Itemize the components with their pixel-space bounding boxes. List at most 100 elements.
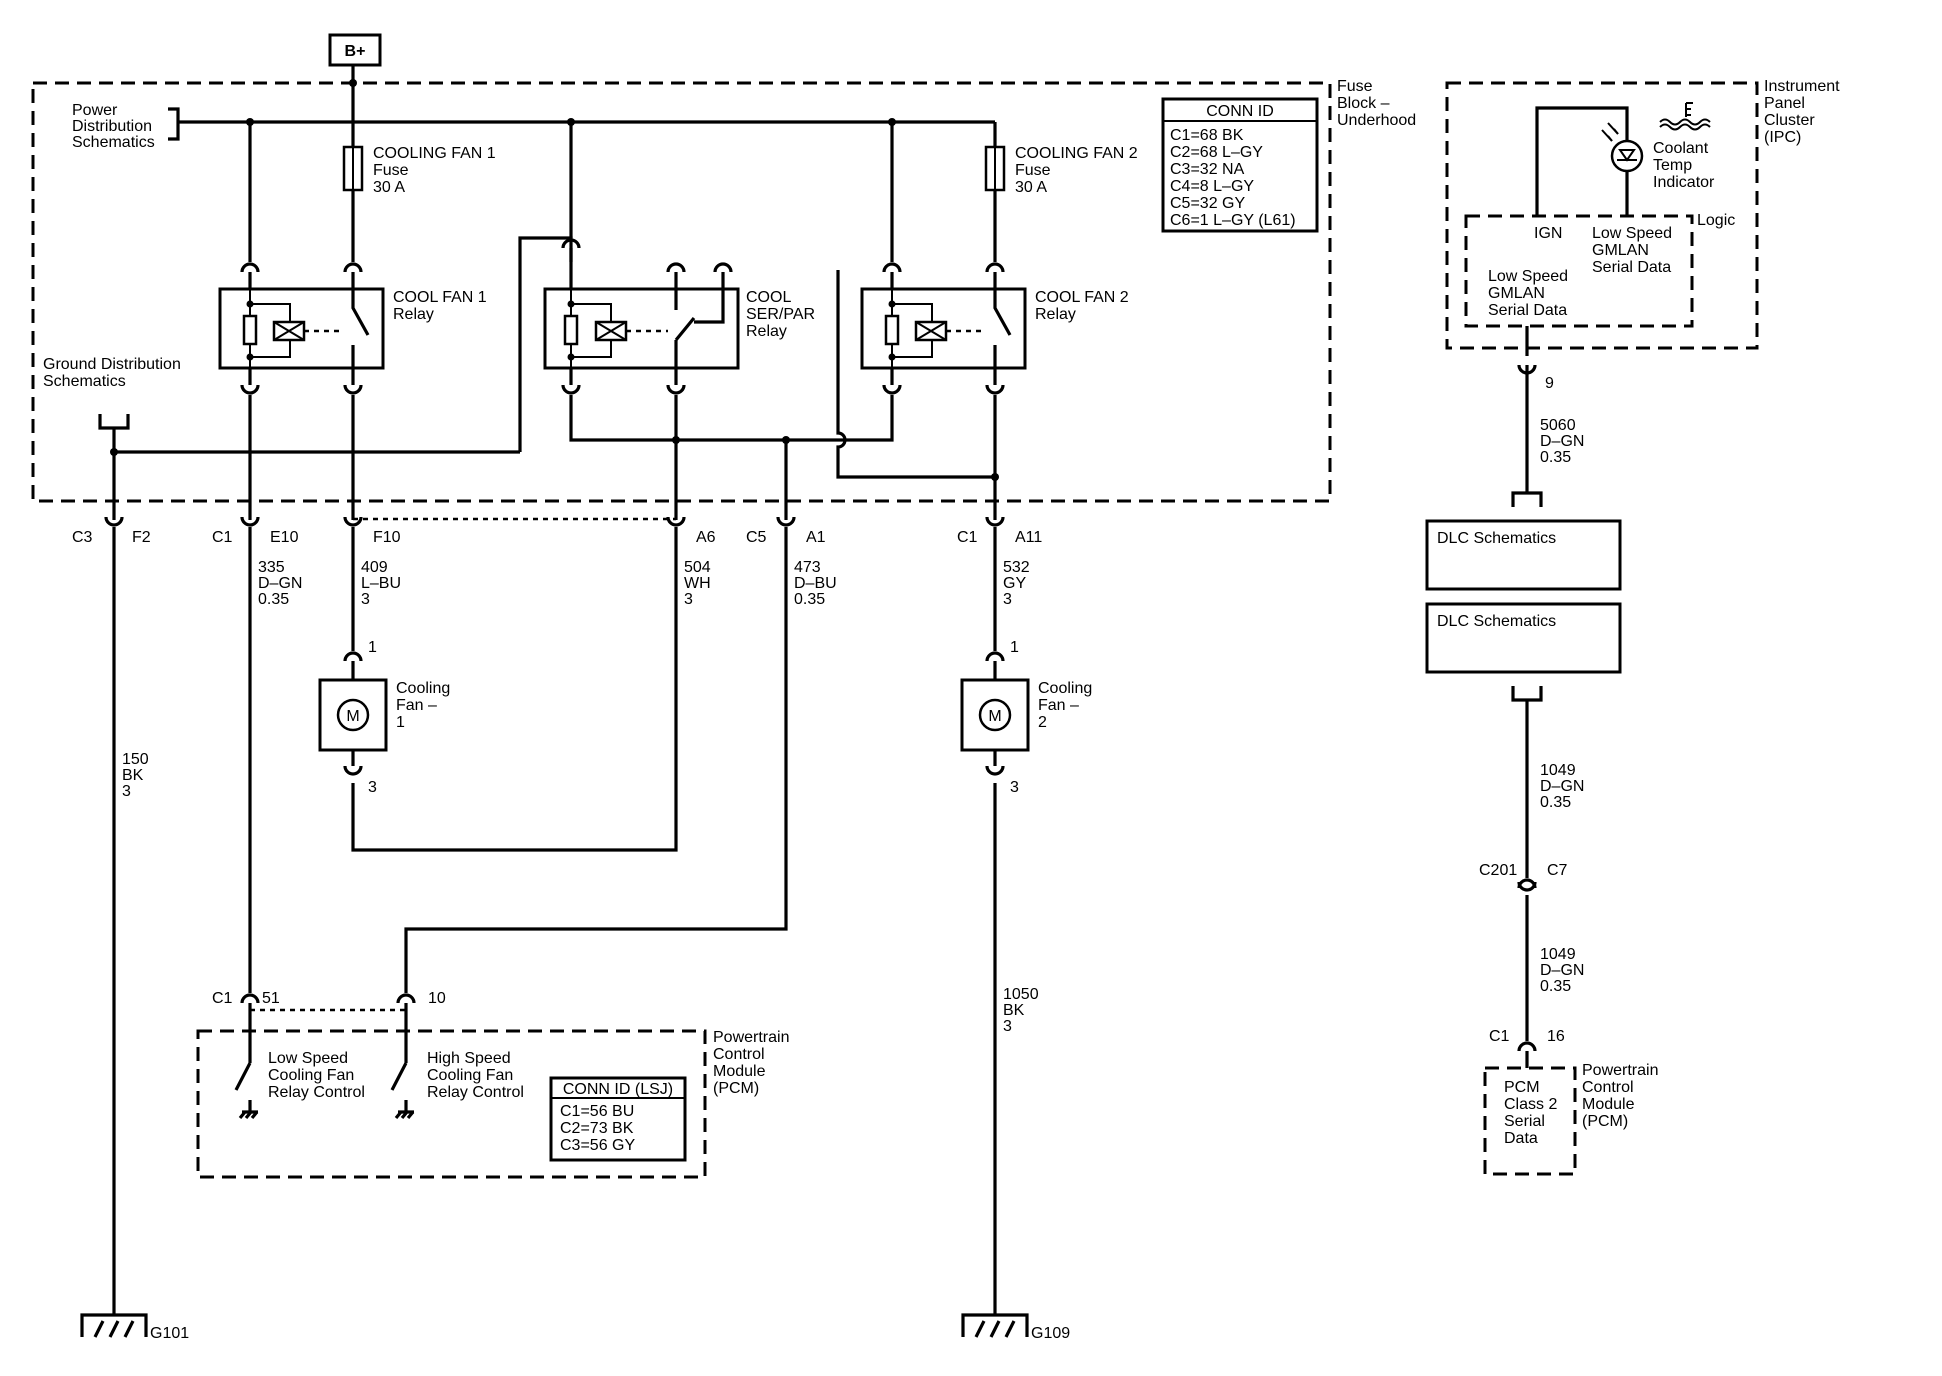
- svg-text:Coolant: Coolant: [1653, 140, 1709, 157]
- svg-text:Control: Control: [713, 1046, 765, 1063]
- svg-text:D–BU: D–BU: [794, 575, 837, 592]
- coolant-temp-indicator-icon: [1535, 102, 1711, 216]
- cool-fan-1-relay: COOL FAN 1 Relay: [218, 262, 487, 395]
- svg-text:Relay Control: Relay Control: [268, 1084, 365, 1101]
- svg-text:532: 532: [1003, 559, 1030, 576]
- svg-text:SER/PAR: SER/PAR: [746, 306, 815, 323]
- ground-g109: G109: [961, 1313, 1070, 1342]
- svg-text:3: 3: [684, 591, 693, 608]
- svg-text:0.35: 0.35: [1540, 794, 1571, 811]
- powertrain-control-module: C1 51 10 Powertrain Control Module (PCM)…: [196, 990, 789, 1179]
- svg-text:1049: 1049: [1540, 762, 1576, 779]
- svg-text:C3=56 GY: C3=56 GY: [560, 1137, 635, 1154]
- svg-text:Cooling Fan: Cooling Fan: [268, 1067, 354, 1084]
- svg-text:9: 9: [1545, 375, 1554, 392]
- svg-text:30 A: 30 A: [373, 179, 405, 196]
- svg-text:M: M: [346, 708, 359, 725]
- svg-text:0.35: 0.35: [794, 591, 825, 608]
- svg-text:(PCM): (PCM): [1582, 1113, 1628, 1130]
- svg-text:A6: A6: [696, 529, 716, 546]
- cool-fan-2-relay: COOL FAN 2 Relay: [860, 262, 1129, 395]
- svg-text:Low Speed: Low Speed: [268, 1050, 348, 1067]
- power-dist-3: Schematics: [72, 134, 155, 151]
- svg-text:1050: 1050: [1003, 986, 1039, 1003]
- svg-text:Low Speed: Low Speed: [1592, 225, 1672, 242]
- svg-text:COOL FAN 2: COOL FAN 2: [1035, 289, 1129, 306]
- svg-text:0.35: 0.35: [1540, 449, 1571, 466]
- svg-text:Ground Distribution: Ground Distribution: [43, 356, 181, 373]
- svg-text:COOLING FAN 1: COOLING FAN 1: [373, 145, 496, 162]
- ground-g101: G101: [80, 1313, 189, 1342]
- svg-text:0.35: 0.35: [258, 591, 289, 608]
- svg-text:Temp: Temp: [1653, 157, 1692, 174]
- svg-text:BK: BK: [1003, 1002, 1025, 1019]
- svg-text:Relay: Relay: [746, 323, 787, 340]
- svg-text:Fan –: Fan –: [396, 697, 437, 714]
- fuse-block-title-1: Fuse: [1337, 78, 1373, 95]
- svg-text:C2=68 L–GY: C2=68 L–GY: [1170, 144, 1263, 161]
- svg-text:COOL FAN 1: COOL FAN 1: [393, 289, 487, 306]
- svg-text:Panel: Panel: [1764, 95, 1805, 112]
- svg-text:Relay: Relay: [1035, 306, 1076, 323]
- svg-text:1049: 1049: [1540, 946, 1576, 963]
- svg-text:F2: F2: [132, 529, 151, 546]
- svg-text:3: 3: [122, 783, 131, 800]
- cooling-fan-2-fuse: COOLING FAN 2 Fuse 30 A: [984, 122, 1138, 262]
- svg-text:51: 51: [262, 990, 280, 1007]
- svg-text:High Speed: High Speed: [427, 1050, 511, 1067]
- svg-text:Class 2: Class 2: [1504, 1096, 1557, 1113]
- fuse-block-underhood: Fuse Block – Underhood Power Distributio…: [31, 66, 1416, 521]
- svg-text:1: 1: [368, 639, 377, 656]
- svg-text:Relay Control: Relay Control: [427, 1084, 524, 1101]
- svg-text:16: 16: [1547, 1028, 1565, 1045]
- svg-text:Serial Data: Serial Data: [1592, 259, 1671, 276]
- svg-text:C1=68 BK: C1=68 BK: [1170, 127, 1244, 144]
- power-dist-2: Distribution: [72, 118, 152, 135]
- svg-text:Powertrain: Powertrain: [1582, 1062, 1658, 1079]
- fuse-block-pins: C3 F2 C1 E10 F10 A6 C5 A1 C1 A11: [72, 515, 1042, 546]
- svg-text:M: M: [988, 708, 1001, 725]
- fuse-block-title-2: Block –: [1337, 95, 1390, 112]
- svg-text:C1: C1: [1489, 1028, 1510, 1045]
- svg-text:504: 504: [684, 559, 711, 576]
- svg-text:C7: C7: [1547, 862, 1568, 879]
- svg-text:Powertrain: Powertrain: [713, 1029, 789, 1046]
- svg-text:Fuse: Fuse: [1015, 162, 1051, 179]
- svg-text:473: 473: [794, 559, 821, 576]
- svg-text:Instrument: Instrument: [1764, 78, 1840, 95]
- svg-text:C2=73 BK: C2=73 BK: [560, 1120, 634, 1137]
- svg-text:D–GN: D–GN: [1540, 778, 1584, 795]
- svg-text:D–GN: D–GN: [1540, 962, 1584, 979]
- conn-id-table: CONN ID C1=68 BK C2=68 L–GY C3=32 NA C4=…: [1161, 97, 1319, 233]
- svg-text:3: 3: [361, 591, 370, 608]
- b-plus-label: B+: [345, 43, 366, 60]
- svg-text:C1=56 BU: C1=56 BU: [560, 1103, 634, 1120]
- b-plus-terminal: B+: [328, 33, 382, 67]
- svg-text:1: 1: [1010, 639, 1019, 656]
- svg-text:IGN: IGN: [1534, 225, 1562, 242]
- cooling-fan-2: M 1 3 Cooling Fan – 2: [960, 639, 1092, 796]
- svg-text:C3=32 NA: C3=32 NA: [1170, 161, 1245, 178]
- svg-text:WH: WH: [684, 575, 711, 592]
- svg-text:DLC Schematics: DLC Schematics: [1437, 613, 1556, 630]
- svg-text:C1: C1: [957, 529, 978, 546]
- svg-text:G109: G109: [1031, 1325, 1070, 1342]
- svg-text:A1: A1: [806, 529, 826, 546]
- svg-text:Serial Data: Serial Data: [1488, 302, 1567, 319]
- svg-text:Indicator: Indicator: [1653, 174, 1715, 191]
- svg-text:G101: G101: [150, 1325, 189, 1342]
- svg-text:GMLAN: GMLAN: [1592, 242, 1649, 259]
- svg-text:Module: Module: [1582, 1096, 1635, 1113]
- svg-text:Fan –: Fan –: [1038, 697, 1079, 714]
- cool-ser-par-relay: COOL SER/PAR Relay: [518, 236, 815, 452]
- svg-text:C4=8 L–GY: C4=8 L–GY: [1170, 178, 1254, 195]
- svg-text:DLC Schematics: DLC Schematics: [1437, 530, 1556, 547]
- svg-text:Module: Module: [713, 1063, 766, 1080]
- svg-text:COOLING FAN 2: COOLING FAN 2: [1015, 145, 1138, 162]
- svg-text:Cluster: Cluster: [1764, 112, 1815, 129]
- svg-text:Schematics: Schematics: [43, 373, 126, 390]
- instrument-panel-cluster: Instrument Panel Cluster (IPC) Coolant T…: [1445, 78, 1840, 392]
- svg-text:Cooling: Cooling: [1038, 680, 1092, 697]
- svg-text:3: 3: [1010, 779, 1019, 796]
